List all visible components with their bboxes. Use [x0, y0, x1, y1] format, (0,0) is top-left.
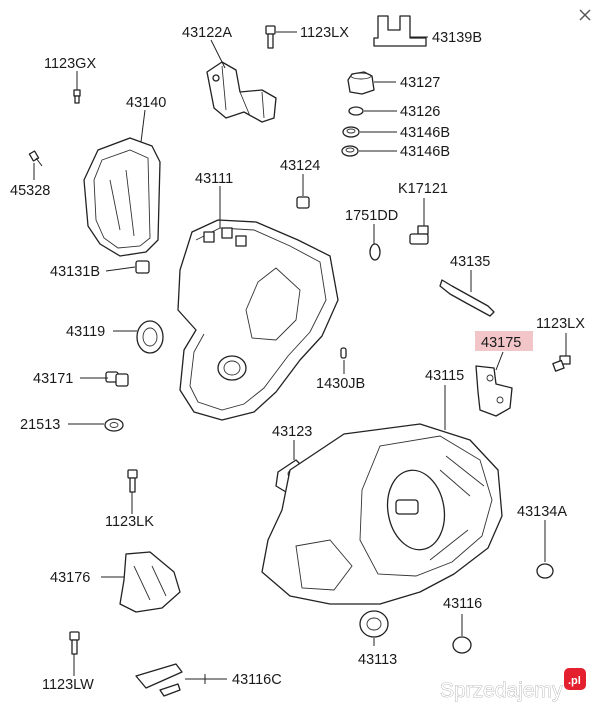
bracket-43122A-drawing	[206, 61, 277, 123]
plug-43124-drawing	[296, 196, 310, 209]
case-43111-drawing	[177, 219, 339, 421]
bolt-1123LX-top-drawing	[265, 25, 276, 49]
washer-43116-drawing	[452, 636, 472, 654]
seal-43134A-drawing	[536, 563, 554, 579]
bracket-43139B-drawing	[373, 15, 427, 47]
label-43113: 43113	[358, 652, 397, 668]
cover-43140-drawing	[83, 137, 161, 257]
housing-43115-drawing	[261, 423, 503, 605]
label-43123: 43123	[272, 424, 312, 440]
label-43135: 43135	[450, 254, 490, 270]
bolt-1123GX-drawing	[73, 89, 81, 104]
seal-43146B-upper-drawing	[342, 126, 360, 138]
label-43176: 43176	[50, 570, 90, 586]
rod-43135-drawing	[439, 279, 495, 317]
label-43111: 43111	[195, 171, 233, 187]
plug-K17121-drawing	[409, 225, 429, 245]
bolt-1123LK-drawing	[127, 469, 138, 493]
label-43124: 43124	[280, 158, 320, 174]
label-43119: 43119	[66, 324, 105, 340]
label-21513: 21513	[20, 417, 60, 433]
label-1123LW: 1123LW	[42, 677, 94, 693]
label-43146B-2: 43146B	[400, 144, 450, 160]
bolt-1123LW-drawing	[69, 631, 80, 655]
label-1123GX: 1123GX	[44, 56, 96, 72]
bracket-43175-drawing	[475, 365, 513, 417]
bolt-1123LX-right-drawing	[552, 355, 571, 372]
pin-45328-drawing	[28, 150, 43, 167]
watermark: Sprzedajemy .pl	[440, 668, 586, 702]
label-1430JB: 1430JB	[316, 376, 365, 392]
label-43115: 43115	[425, 368, 464, 384]
label-K17121: K17121	[398, 181, 448, 197]
label-43139B: 43139B	[432, 30, 482, 46]
label-1123LX-top: 1123LX	[300, 25, 349, 41]
label-43171: 43171	[33, 371, 73, 387]
seal-43131B-drawing	[135, 260, 150, 274]
label-43140: 43140	[126, 95, 166, 111]
leader-lines	[33, 31, 567, 684]
label-43146B-1: 43146B	[400, 125, 450, 141]
bracket-43176-drawing	[119, 551, 181, 613]
seal-43113-drawing	[359, 610, 389, 638]
label-43122A: 43122A	[182, 25, 232, 41]
label-43131B: 43131B	[50, 264, 100, 280]
label-43116C: 43116C	[232, 672, 282, 688]
label-1123LX-right: 1123LX	[536, 316, 585, 332]
highlight-43175	[475, 331, 533, 351]
washer-43126-drawing	[348, 106, 364, 116]
pin-1430JB-drawing	[340, 347, 347, 359]
label-1751DD: 1751DD	[345, 208, 398, 224]
watermark-badge	[564, 668, 586, 690]
washer-1751DD-drawing	[369, 243, 381, 261]
seal-43146B-lower-drawing	[341, 145, 359, 157]
label-43175: 43175	[481, 335, 521, 351]
label-1123LK: 1123LK	[105, 514, 154, 530]
label-43126: 43126	[400, 104, 440, 120]
close-icon[interactable]	[579, 9, 591, 21]
watermark-suffix: .pl	[568, 675, 581, 687]
label-45328: 45328	[10, 183, 50, 199]
label-43116: 43116	[443, 596, 482, 612]
part-43116C-drawing	[135, 663, 183, 697]
seal-43119-drawing	[136, 320, 164, 354]
cap-43127-drawing	[347, 71, 375, 95]
label-43127: 43127	[400, 75, 440, 91]
label-43134A: 43134A	[517, 504, 567, 520]
part-labels: 43122A 1123LX 43139B 1123GX 43140 43127 …	[10, 25, 585, 693]
plug-43171-drawing	[105, 371, 129, 387]
watermark-text: Sprzedajemy	[440, 679, 563, 702]
washer-21513-drawing	[104, 418, 124, 432]
